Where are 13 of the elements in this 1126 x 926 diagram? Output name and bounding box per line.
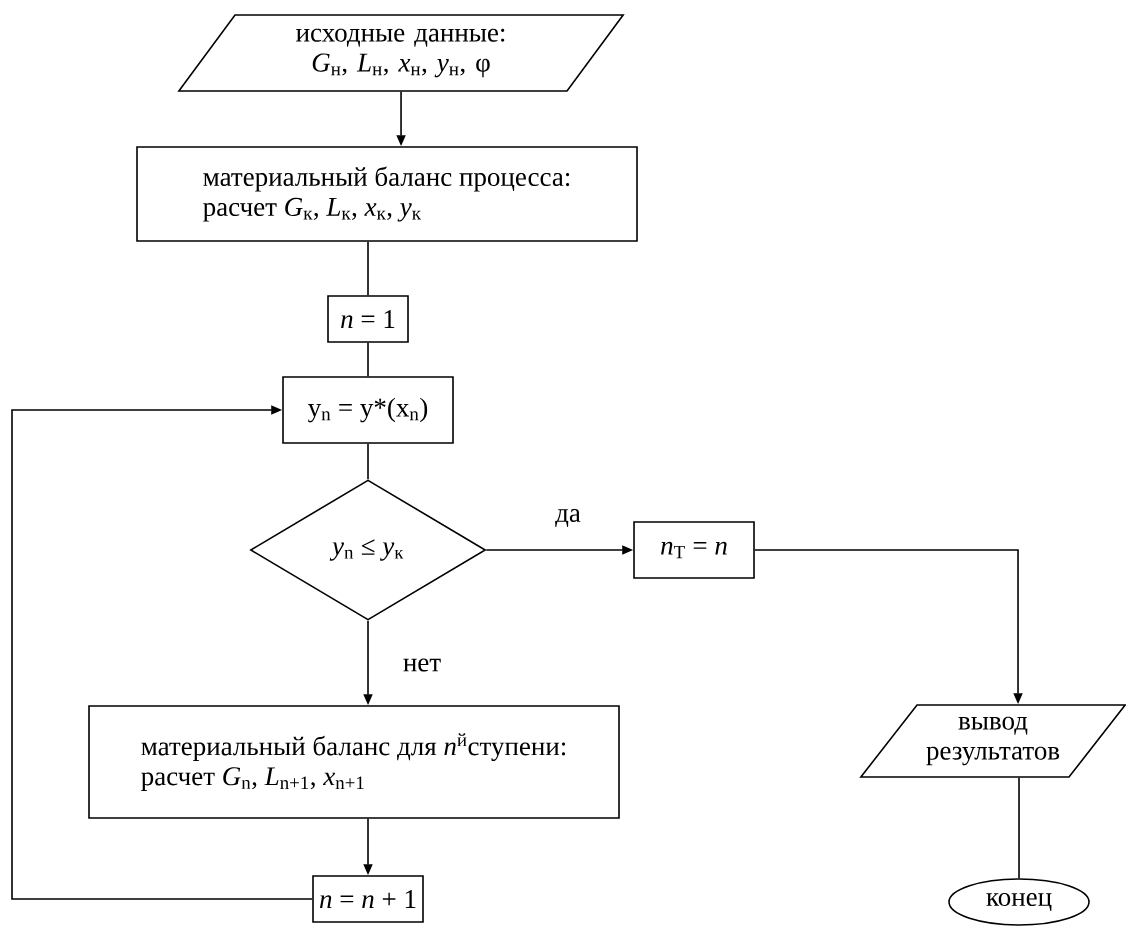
process-box: n$_{Т}$ = n <box>633 521 755 579</box>
connector-line <box>367 342 369 377</box>
edge-label: да <box>554 508 582 528</box>
arrow <box>11 405 313 900</box>
connector-line <box>367 241 369 296</box>
process-box: материальный баланс процесса: расчет G$_{к}$, L$_{к}$, x$_{к}$, y$_{к}$ <box>136 146 638 242</box>
process-box: y$_{n}$ = y*(x$_{n}$) <box>282 376 454 444</box>
connector-line <box>367 443 369 480</box>
connector-line <box>1018 777 1020 879</box>
process-box: n = n + 1 <box>312 875 424 923</box>
edge-label: нет <box>401 657 443 673</box>
process-box: материальный баланс для n$^{й}$ступени: расчет G$_{n}$, L$_{n+1}$, x$_{n+1}$ <box>88 705 620 819</box>
process-box: n = 1 <box>327 295 409 343</box>
